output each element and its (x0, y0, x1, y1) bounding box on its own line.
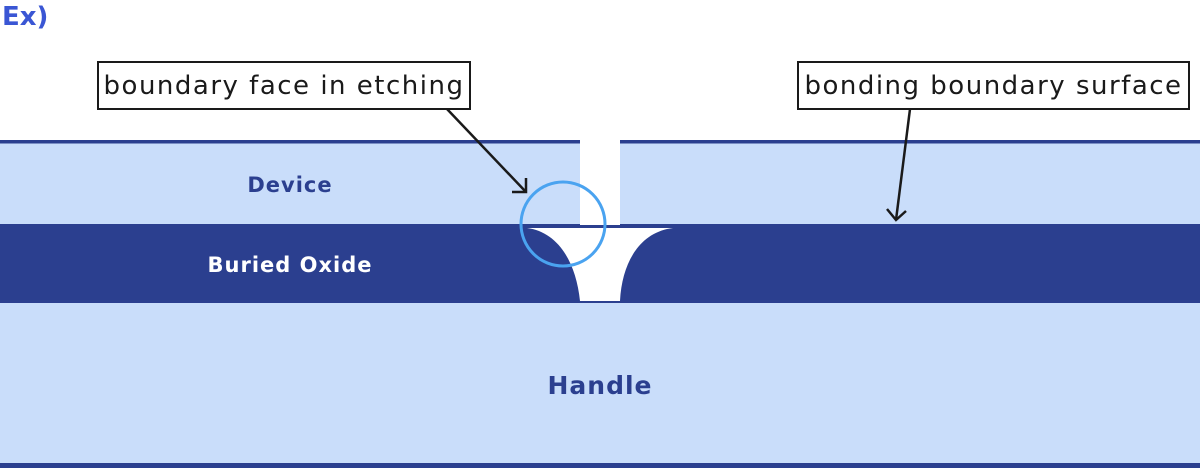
trench-gap (580, 140, 620, 225)
arrow-etching (446, 108, 528, 194)
oxide-etch-cavity (527, 228, 673, 301)
arrow-bonding (886, 108, 912, 222)
device-label: Device (247, 173, 333, 197)
etch-boundary-highlight (519, 180, 607, 268)
handle-bottom-line (0, 463, 1200, 468)
buried-oxide-label: Buried Oxide (207, 253, 373, 277)
example-heading: Ex) (2, 2, 49, 32)
callout-etching-boundary: boundary face in etching (97, 61, 471, 110)
callout-bonding-boundary: bonding boundary surface (797, 61, 1190, 110)
handle-label: Handle (547, 371, 653, 400)
handle-layer (0, 303, 1200, 464)
